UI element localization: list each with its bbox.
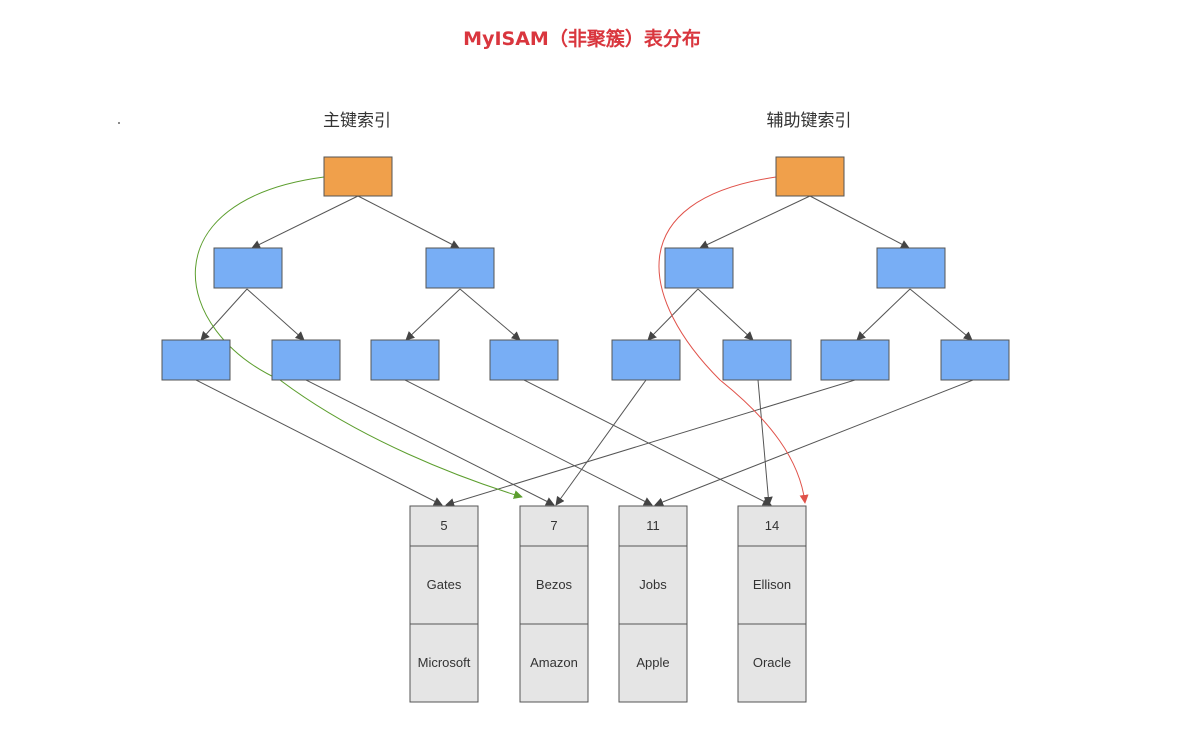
- secondary-leaf-node: [940, 339, 1010, 381]
- secondary-leaf-node: [611, 339, 681, 381]
- record-name-cell: [618, 545, 688, 625]
- edge-internal-to-leaf: [697, 288, 754, 341]
- primary-root-node: [323, 156, 393, 197]
- secondary-internal-node: [664, 247, 734, 289]
- primary-index-label: 主键索引: [323, 111, 391, 131]
- record-column: 7 Bezos Amazon: [519, 505, 589, 703]
- pointer-to-record-14: [523, 379, 772, 506]
- record-name-cell: [409, 545, 479, 625]
- edge-internal-to-leaf: [909, 288, 973, 341]
- pointer-to-record-5: [195, 379, 443, 506]
- record-company-cell: [618, 623, 688, 703]
- edge-root-to-right: [357, 195, 460, 249]
- record-company: Oracle: [753, 655, 791, 670]
- record-id: 14: [765, 518, 779, 533]
- record-column: 5 Gates Microsoft: [409, 505, 479, 703]
- record-name: Ellison: [753, 577, 791, 592]
- edge-internal-to-leaf: [405, 288, 461, 341]
- pointer-to-record-11: [654, 379, 974, 507]
- record-column: 14 Ellison Oracle: [737, 505, 807, 703]
- record-company: Apple: [636, 655, 669, 670]
- record-id: 11: [646, 518, 660, 533]
- edge-internal-to-leaf: [856, 288, 911, 341]
- pointer-to-record-5: [445, 379, 856, 507]
- primary-leaf-node: [271, 339, 341, 381]
- edge-root-to-right: [809, 195, 910, 249]
- primary-index-tree: [161, 156, 559, 381]
- record-company: Amazon: [530, 655, 578, 670]
- record-name-cell: [737, 545, 807, 625]
- secondary-root-node: [775, 156, 845, 197]
- pointer-to-record-7: [305, 379, 555, 506]
- record-name: Gates: [427, 577, 462, 592]
- secondary-internal-node: [876, 247, 946, 289]
- pointer-to-record-7: [555, 379, 647, 506]
- secondary-lookup-path: [658, 176, 809, 504]
- primary-lookup-path: [194, 176, 523, 499]
- secondary-index-tree: [611, 156, 1010, 381]
- record-id: 5: [440, 518, 447, 533]
- secondary-leaf-node: [722, 339, 792, 381]
- secondary-leaf-node: [820, 339, 890, 381]
- primary-internal-node: [425, 247, 495, 289]
- record-name: Bezos: [536, 577, 573, 592]
- pointer-to-record-14: [757, 379, 773, 506]
- secondary-index-edges: [647, 195, 973, 341]
- primary-leaf-node: [489, 339, 559, 381]
- record-id: 7: [550, 518, 557, 533]
- secondary-index-label: 辅助键索引: [767, 111, 852, 131]
- record-id-cell: [409, 505, 479, 547]
- record-column: 11 Jobs Apple: [618, 505, 688, 703]
- edge-internal-to-leaf: [459, 288, 521, 341]
- edge-root-to-left: [251, 195, 359, 249]
- record-company-cell: [519, 623, 589, 703]
- edge-internal-to-leaf: [246, 288, 305, 341]
- record-name: Jobs: [639, 577, 667, 592]
- primary-index-edges: [200, 195, 521, 341]
- edge-internal-to-leaf: [200, 288, 248, 341]
- page-title: MyISAM（非聚簇）表分布: [463, 27, 701, 50]
- stray-dot: [118, 122, 120, 124]
- record-company-cell: [409, 623, 479, 703]
- primary-leaf-node: [370, 339, 440, 381]
- primary-internal-node: [213, 247, 283, 289]
- record-name-cell: [519, 545, 589, 625]
- leaf-to-record-pointers: [195, 379, 974, 507]
- record-company-cell: [737, 623, 807, 703]
- primary-leaf-node: [161, 339, 231, 381]
- data-records: 5 Gates Microsoft 7 Bezos Amazon 11 Jobs…: [409, 505, 807, 703]
- edge-internal-to-leaf: [647, 288, 699, 341]
- pointer-to-record-11: [404, 379, 653, 506]
- record-id-cell: [618, 505, 688, 547]
- record-company: Microsoft: [418, 655, 471, 670]
- edge-root-to-left: [699, 195, 811, 249]
